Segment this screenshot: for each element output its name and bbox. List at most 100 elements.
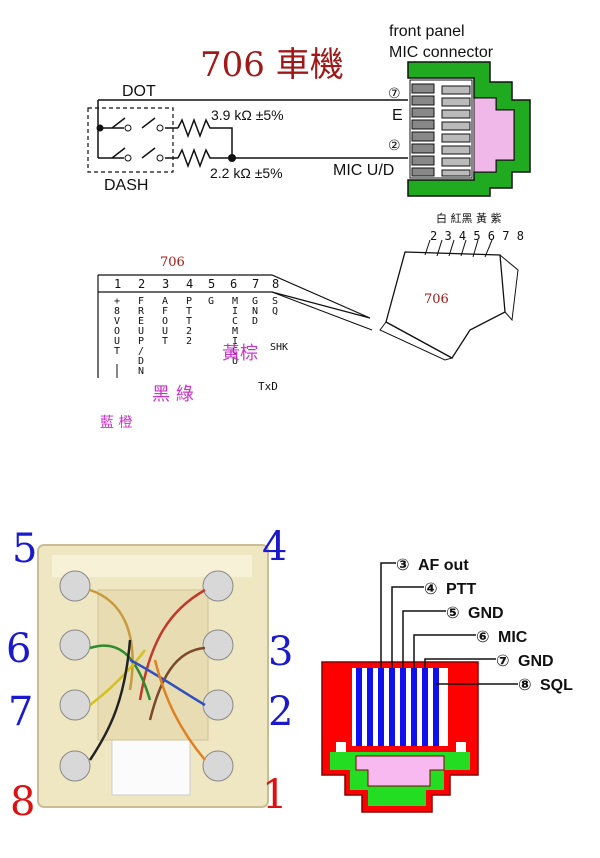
sketch-num-2: 2 [138,277,145,291]
sketch-col7-char: N [252,306,258,317]
sketch-col4-char: P [186,296,192,307]
wire-7 [89,649,146,706]
sketch-title: 706 [160,255,185,270]
dot-contact-2 [124,124,132,132]
resistor-r1 [177,117,233,158]
sketch-col6-char: M [232,326,238,337]
screw-8 [59,750,91,782]
sketch-col6-char: U [232,356,238,367]
pinout-notch-left [336,742,346,752]
screw-6 [59,629,91,661]
plug-wire [484,239,493,258]
pin-contact [441,169,471,177]
dash-switch-lever-2 [141,147,156,159]
jack-num-1: 1 [262,772,287,818]
plug-wires [424,239,493,258]
jack-wires [88,588,206,761]
jack-num-4: 4 [262,524,287,570]
pin-bar [411,107,435,118]
plug-bottom [379,321,454,361]
mic-connector-drawing [407,61,531,197]
sketch-cn-blue-orange: 藍 橙 [100,415,132,431]
sketch-col1-char: O [114,326,120,337]
sketch-col4-char: 2 [186,326,192,337]
sketch-col2-char: U [138,326,144,337]
sketch-col2-char: / [138,346,144,357]
jack-num-8: 8 [10,779,35,825]
connector-pins [411,83,471,177]
screw-7 [59,689,91,721]
sketch-col1-char: 8 [114,306,120,317]
screw-3 [202,629,234,661]
leader-3 [380,562,396,668]
plug-wire [448,239,455,257]
wire-2 [129,658,206,707]
sketch-col6-char: C [232,316,238,327]
sketch-col7-char: G [252,296,258,307]
pin2-name: MIC U/D [333,162,394,179]
leader-4 [391,586,424,668]
jack-num-7: 7 [8,689,33,735]
pinout-mark-4: ④ [424,581,438,598]
schematic-title: 706 車機 [200,45,344,85]
sketch-col3-char: F [162,306,168,317]
sketch-col7-char: D [252,316,258,327]
sketch-col3-char: O [162,316,168,327]
plug-top-chars: 白 紅黑 黃 紫 [436,211,502,225]
sketch-num-5: 5 [208,277,215,291]
pinout-mark-8: ⑧ [518,677,532,694]
pin-contact [441,85,471,95]
plug-numbers: 2 3 4 5 6 7 8 [430,229,524,243]
plug-sketch: 706 白 紅黑 黃 紫 2 3 4 5 6 7 8 [379,211,524,361]
sketch-col6-char: I [232,336,238,347]
plug-label: 706 [424,292,449,307]
sketch-col2-char: P [138,336,144,347]
sketch-col2-char: F [138,296,144,307]
pin7-name: E [392,107,403,124]
r1-label: 3.9 kΩ ±5% [211,107,284,123]
pin7-mark: ⑦ [388,85,401,101]
hand-sketch: 706 1 2 3 4 5 6 7 8 +8VOUTFREUP/DNAFOUTP… [97,211,524,431]
connector-label-line2: MIC connector [389,44,494,61]
sketch-col1-char: + [114,296,120,307]
pinout-pin [422,668,428,746]
dot-switch-lever [111,117,126,129]
sketch-col2-char: E [138,316,144,327]
pin-contact [441,109,471,119]
pin-bar [411,95,435,106]
connector-label-line1: front panel [389,23,465,40]
plug-side [499,254,519,322]
sketch-cn-yellow-brown: 黃棕 [222,343,258,364]
pinout-pin [378,668,384,746]
resistor-r2 [177,147,408,169]
sketch-col1-char: V [114,316,120,327]
screw-4 [202,570,234,602]
dot-label: DOT [122,83,156,100]
pinout-text-8: SQL [540,677,573,694]
sketch-col2-char: R [138,306,145,317]
pinout-pin [367,668,373,746]
sketch-col1-char: T [114,346,120,357]
wire-6 [89,644,152,701]
key-box [87,107,174,173]
sketch-col8-char: Q [272,306,278,317]
sketch-num-1: 1 [114,277,121,291]
dot-contact-3 [156,124,164,132]
jack-center [97,589,209,741]
pinout-pin [356,668,362,746]
pinout-text-5: GND [468,605,504,622]
pinout-text-4: PTT [446,581,476,598]
pin-contact [441,97,471,107]
pinout-leaders [380,562,518,685]
pinout-diagram: ③ AF out ④ PTT ⑤ GND ⑥ MIC ⑦ GND ⑧ SQL [321,557,573,813]
sketch-ray [271,291,373,331]
pin-bar [411,131,435,142]
pinout-mark-5: ⑤ [446,605,460,622]
sketch-col4-char: T [186,306,192,317]
jack-num-6: 6 [6,626,31,672]
plug-wire [424,239,431,256]
sketch-num-6: 6 [230,277,237,291]
